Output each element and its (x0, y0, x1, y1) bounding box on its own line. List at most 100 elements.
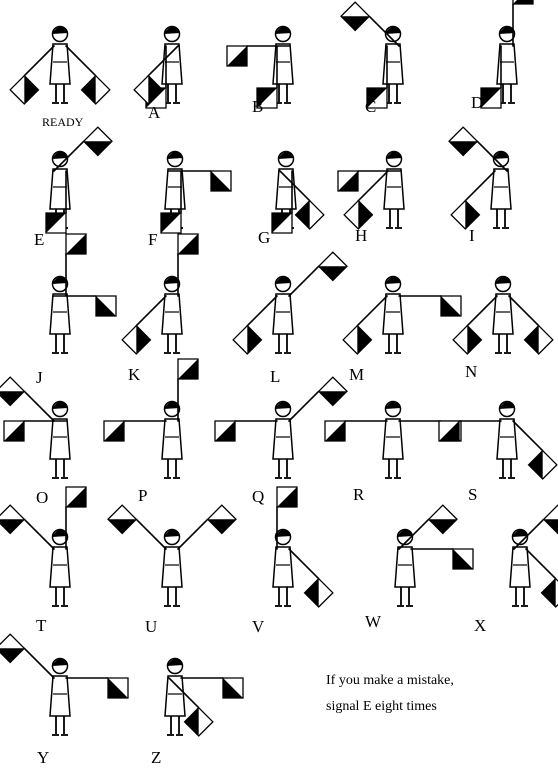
signal-i-right-arm (465, 171, 495, 201)
signal-j: J (36, 234, 116, 387)
signal-c-dress (383, 44, 403, 84)
signal-s-dress (497, 419, 517, 459)
signal-l-right-flag-dark-half (247, 326, 261, 354)
signal-i-label: I (469, 226, 475, 245)
signal-s-label: S (468, 485, 477, 504)
signal-f-dress (165, 169, 185, 209)
signal-o-right-flag-dark-half (0, 391, 24, 405)
mistake-note: If you make a mistake, signal E eight ti… (326, 668, 551, 720)
signal-q-dress (273, 419, 293, 459)
signal-w-dress (395, 547, 415, 587)
signal-v-left-arm (289, 549, 319, 579)
signal-q-left-arm (289, 391, 319, 421)
signal-h-right-arm (358, 171, 388, 201)
signal-h-label: H (355, 226, 367, 245)
signal-n-left-flag-dark-half (525, 326, 539, 354)
signal-k-label: K (128, 365, 141, 384)
mistake-note-line-2: signal E eight times (326, 694, 551, 720)
signal-y: Y (0, 634, 128, 767)
signal-x: X (474, 505, 558, 635)
signal-m-right-flag-dark-half (357, 326, 371, 354)
signal-v-left-flag-dark-half (305, 579, 319, 607)
signal-v-dress (273, 547, 293, 587)
signal-n: N (453, 277, 553, 382)
signal-j-label: J (36, 368, 43, 387)
signal-o-label: O (36, 488, 48, 507)
signal-r-dress (383, 419, 403, 459)
signal-b-dress (273, 44, 293, 84)
signal-x-right-flag-dark-half (544, 519, 558, 533)
signal-l-left-flag-dark-half (319, 266, 347, 280)
signal-u-left-arm (178, 519, 208, 549)
signal-x-left-flag-dark-half (542, 579, 556, 607)
signal-w-label: W (365, 612, 382, 631)
signal-m: M (343, 277, 461, 385)
signal-k-dress (162, 294, 182, 334)
signal-y-dress (50, 676, 70, 716)
signal-p-label: P (138, 486, 147, 505)
signal-d-label: D (471, 93, 483, 112)
signal-r: R (325, 402, 461, 505)
signal-k-right-arm (136, 296, 166, 326)
signal-u-left-flag-dark-half (208, 519, 236, 533)
signal-n-right-arm (467, 296, 497, 326)
signal-u-right-flag-dark-half (108, 519, 136, 533)
signal-x-dress (510, 547, 530, 587)
signal-v-label: V (252, 617, 265, 636)
signal-u-dress (162, 547, 182, 587)
signal-l-dress (273, 294, 293, 334)
signal-c-left-flag-dark-half (341, 16, 369, 30)
signal-t-right-flag-dark-half (0, 519, 24, 533)
signal-o-dress (50, 419, 70, 459)
signal-p-dress (162, 419, 182, 459)
signal-l-label: L (270, 367, 280, 386)
signal-g-right-flag-dark-half (296, 201, 310, 229)
signal-i-right-flag-dark-half (465, 201, 479, 229)
signal-y-right-arm (24, 648, 54, 678)
signal-e-right-flag-dark-half (84, 141, 112, 155)
signal-i: I (449, 127, 511, 245)
signal-f-label: F (148, 230, 157, 249)
signal-o-right-arm (24, 391, 54, 421)
signal-n-left-arm (509, 296, 539, 326)
signal-d: D (471, 0, 533, 112)
signal-n-label: N (465, 362, 477, 381)
signal-ready-left-flag-dark-half (82, 76, 96, 104)
signal-i-dress (491, 169, 511, 209)
signal-u-label: U (145, 617, 157, 636)
mistake-note-line-1: If you make a mistake, (326, 668, 551, 694)
signal-p: P (104, 359, 198, 505)
signal-ready-left-arm (66, 46, 96, 76)
signal-y-label: Y (37, 748, 49, 767)
signal-z-dress (165, 676, 185, 716)
signal-l-left-arm (289, 266, 319, 296)
signal-l: L (233, 252, 347, 386)
signal-ready-label: READY (42, 115, 84, 129)
signal-o: O (0, 377, 70, 507)
signal-e-label: E (34, 230, 44, 249)
signal-i-left-flag-dark-half (449, 141, 477, 155)
signal-h-dress (384, 169, 404, 209)
signal-ready-right-arm (24, 46, 54, 76)
signal-g: G (258, 152, 324, 248)
signal-s: S (439, 402, 557, 505)
signal-z: Z (151, 659, 243, 768)
signal-c-label: C (365, 97, 376, 116)
signal-t-label: T (36, 616, 47, 635)
signal-a-label: A (148, 103, 161, 122)
signal-m-label: M (349, 365, 364, 384)
signal-x-label: X (474, 616, 486, 635)
signal-ready-right-flag-dark-half (24, 76, 38, 104)
signal-ready-dress (50, 44, 70, 84)
signal-q-label: Q (252, 487, 264, 506)
signal-h-right-flag-dark-half (358, 201, 372, 229)
signal-g-label: G (258, 228, 270, 247)
signal-y-right-flag-dark-half (0, 648, 24, 662)
signal-t-dress (50, 547, 70, 587)
signal-n-dress (493, 294, 513, 334)
signal-k-right-flag-dark-half (136, 326, 150, 354)
signal-x-left-arm (526, 549, 556, 579)
signal-n-right-flag-dark-half (467, 326, 481, 354)
signal-w: W (365, 505, 473, 631)
